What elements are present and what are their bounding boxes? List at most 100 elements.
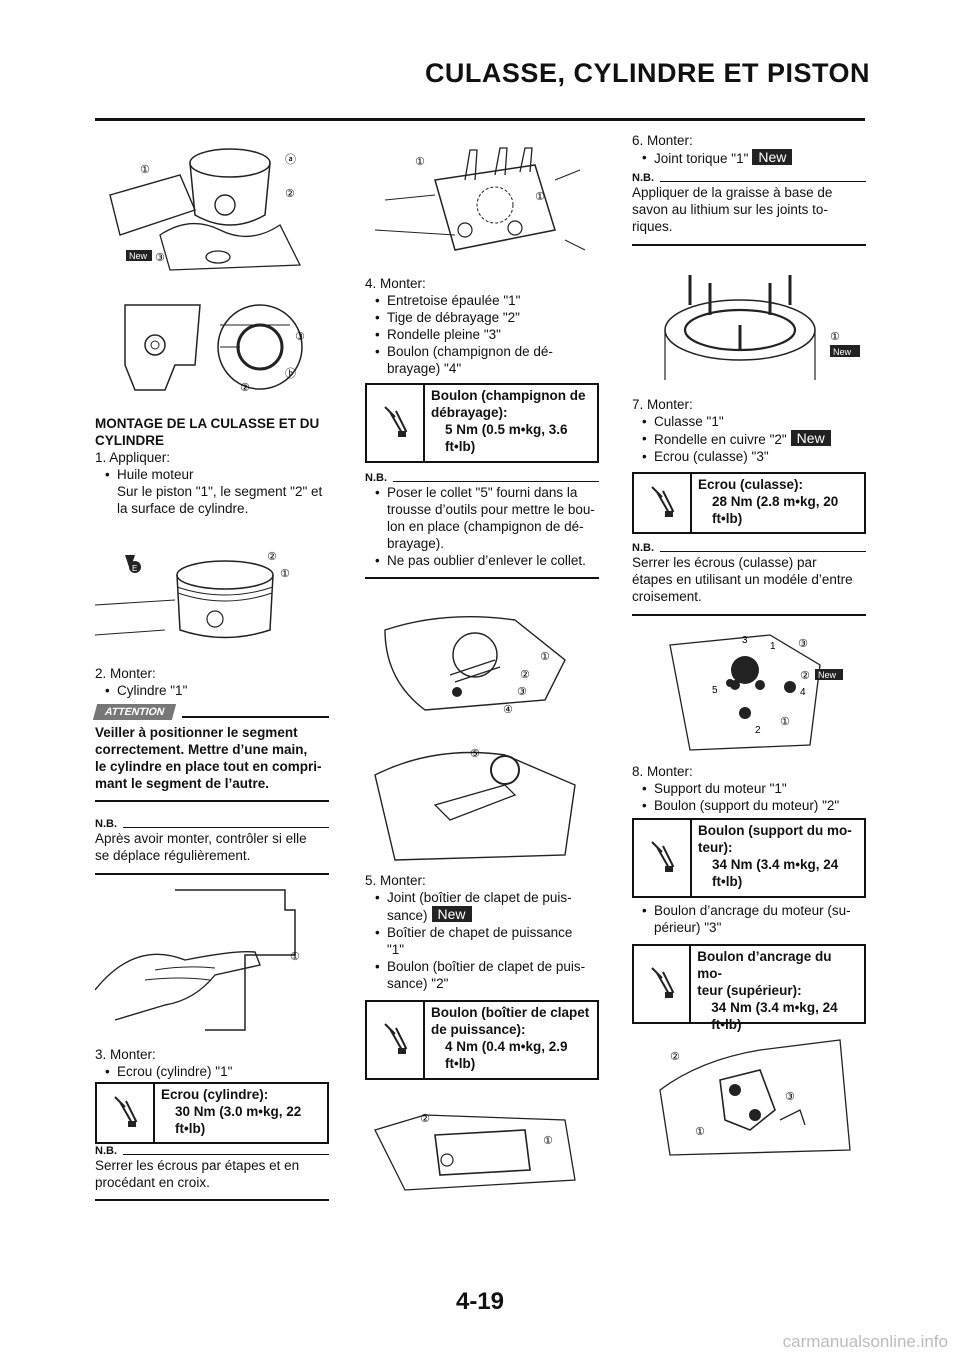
svg-text:5: 5 (712, 685, 718, 696)
step-5-bullet-cont: sance) "2" (387, 976, 449, 991)
note-text: croisement. (632, 589, 702, 604)
torque-value-unit: ft•lb) (712, 511, 743, 526)
svg-text:New: New (129, 251, 148, 261)
note-text: procédant en croix. (95, 1175, 210, 1190)
svg-text:②: ② (670, 1050, 680, 1063)
torque-box-engine-bracket: Boulon (support du mo- teur): 34 Nm (3.4… (632, 818, 866, 898)
step-5: 5. Monter: (365, 873, 426, 888)
figure-piston-install: ①ⓐ ②③ New (109, 148, 302, 271)
torque-value-unit: ft•lb) (445, 1056, 476, 1071)
torque-value-unit: ft•lb) (712, 874, 743, 889)
step-5-bullet: Joint (boîtier de clapet de puis- (365, 889, 605, 906)
svg-text:②: ② (420, 1112, 430, 1125)
torque-value: 5 Nm (0.5 m•kg, 3.6 (445, 422, 568, 437)
note-header: N.B. (95, 1145, 329, 1157)
figure-clutch-collar: ⑤ (374, 747, 576, 861)
figure-o-ring: ① New (664, 275, 860, 380)
svg-text:①: ① (535, 190, 545, 203)
step-7: 7. Monter: (632, 397, 693, 412)
svg-text:ⓑ: ⓑ (285, 367, 296, 380)
torque-box-cylinder-head: Ecrou (culasse): 28 Nm (2.8 m•kg, 20 ft•… (632, 472, 866, 534)
torque-wrench-icon (97, 1084, 155, 1142)
torque-box-clutch: Boulon (champignon de débrayage): 5 Nm (… (365, 383, 599, 463)
step-8-bullet: Boulon (support du moteur) "2" (632, 797, 872, 814)
step-1: 1. Appliquer: (95, 450, 171, 465)
torque-label-cont: débrayage): (431, 405, 508, 420)
svg-text:①: ① (695, 1125, 705, 1138)
svg-text:⑤: ⑤ (470, 747, 480, 760)
section-heading: MONTAGE DE LA CULASSE ET DU (95, 416, 320, 431)
figure-clutch-push-rod: ①② ③④ (384, 615, 566, 716)
step-7-bullet: Ecrou (culasse) "3" (632, 448, 872, 465)
torque-value: 30 Nm (3.0 m•kg, 22 (175, 1104, 302, 1119)
separator (95, 1199, 329, 1201)
svg-text:②: ② (267, 550, 277, 563)
note-text: Après avoir monter, contrôler si elle (95, 831, 307, 846)
page-title: CULASSE, CYLINDRE ET PISTON (424, 58, 870, 88)
svg-text:①: ① (290, 950, 300, 963)
torque-wrench-icon (634, 820, 692, 896)
step-5-bullet-cont: "1" (387, 942, 405, 957)
svg-text:④: ④ (503, 703, 513, 716)
svg-text:E: E (132, 564, 137, 573)
figure-power-valve-housing: ②① (374, 1112, 576, 1191)
note-bullet-cont: lon en place (champignon de dé- (387, 519, 584, 534)
note-header: N.B. (365, 472, 599, 484)
torque-wrench-icon (634, 946, 692, 1022)
torque-box-cylinder: Ecrou (cylindre): 30 Nm (3.0 m•kg, 22 ft… (95, 1082, 329, 1144)
step-8-bullet-cont: périeur) "3" (654, 920, 722, 935)
svg-text:①: ① (280, 567, 290, 580)
torque-value-unit: ft•lb) (711, 1017, 742, 1032)
svg-text:①: ① (830, 330, 840, 343)
note-header: N.B. (95, 818, 329, 830)
svg-text:3: 3 (742, 635, 748, 646)
note-text: savon au lithium sur les joints to- (632, 202, 828, 217)
figure-head-tightening: 3 1 5 4 2 ③② ① New (669, 634, 843, 751)
step-8-bullet: Boulon d’ancrage du moteur (su- (632, 902, 872, 919)
figure-cylinder-top: ①① (374, 147, 586, 251)
step-4-bullet: Tige de débrayage "2" (365, 309, 605, 326)
note-bullet-cont: trousse d’outils pour mettre le bou- (387, 502, 595, 517)
torque-label-cont: teur): (698, 840, 733, 855)
svg-text:①: ① (415, 155, 425, 168)
step-3-bullet: Ecrou (cylindre) "1" (95, 1063, 335, 1080)
torque-label-cont: de puissance): (431, 1022, 526, 1037)
torque-wrench-icon (367, 1002, 425, 1078)
note-bullet-cont: brayage). (387, 536, 445, 551)
svg-text:New: New (818, 670, 837, 680)
svg-text:③: ③ (295, 330, 305, 343)
step-2-bullet: Cylindre "1" (95, 682, 335, 699)
torque-value: 28 Nm (2.8 m•kg, 20 (712, 494, 839, 509)
svg-text:①: ① (540, 650, 550, 663)
svg-text:①: ① (780, 715, 790, 728)
step-1-detail: Sur le piston "1", le segment "2" et (117, 484, 323, 499)
note-text: Serrer les écrous (culasse) par (632, 555, 817, 570)
separator (95, 800, 329, 802)
note-header: N.B. (632, 542, 866, 554)
svg-text:③: ③ (798, 637, 808, 650)
attention-text: mant le segment de l’autre. (95, 776, 270, 791)
step-5-bullet: Boîtier de chapet de puissance (365, 924, 605, 941)
figure-cylinder-install: ① (95, 889, 300, 1031)
step-6-bullet: Joint torique "1"New (632, 149, 872, 167)
figure-oil-piston: E ②① (95, 550, 290, 639)
step-7-bullet: Culasse "1" (632, 413, 872, 430)
step-6: 6. Monter: (632, 133, 693, 148)
torque-label: Ecrou (cylindre): (161, 1087, 269, 1102)
svg-text:②: ② (800, 669, 810, 682)
note-header: N.B. (632, 172, 866, 184)
note-text: étapes en utilisant un modéle d’entre (632, 572, 853, 587)
torque-value: 34 Nm (3.4 m•kg, 24 (711, 1000, 838, 1015)
new-part-badge: New (431, 906, 472, 922)
separator (95, 873, 329, 875)
torque-value: 4 Nm (0.4 m•kg, 2.9 (445, 1039, 568, 1054)
svg-text:③: ③ (517, 685, 527, 698)
step-4-bullet: Rondelle pleine "3" (365, 326, 605, 343)
note-text: riques. (632, 219, 673, 234)
step-4: 4. Monter: (365, 276, 426, 291)
note-text: Appliquer de la graisse à base de (632, 185, 833, 200)
svg-text:New: New (833, 347, 852, 357)
step-5-bullet: Boulon (boîtier de clapet de puis- (365, 958, 605, 975)
page-number: 4-19 (455, 1288, 505, 1315)
torque-value-unit: ft•lb) (445, 439, 476, 454)
